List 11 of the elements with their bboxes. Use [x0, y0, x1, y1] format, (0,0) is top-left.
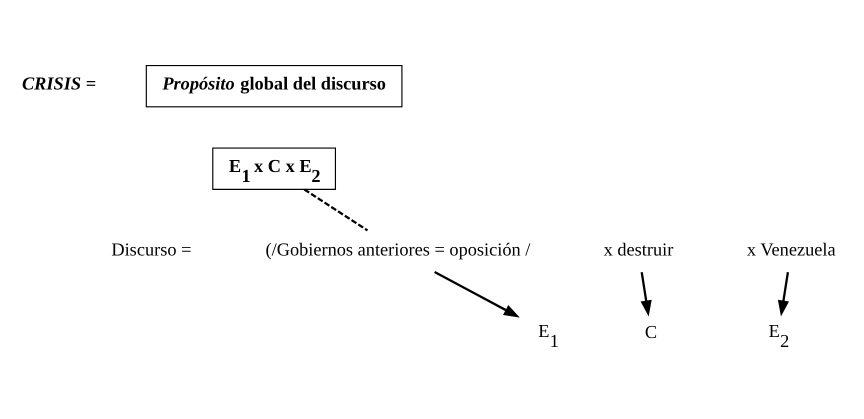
node-text: Discurso = — [111, 239, 192, 260]
arrow — [640, 272, 652, 316]
connector — [304, 188, 368, 231]
arrow — [434, 270, 520, 318]
arrow — [778, 272, 790, 316]
node-text: (/Gobiernos anteriores = oposición / — [266, 239, 530, 260]
label: CRISIS = — [22, 72, 96, 93]
node-text: x destruir — [604, 239, 674, 260]
node-text: x Venezuela — [746, 239, 836, 260]
node-box: Propósito global del discurso — [146, 64, 402, 107]
node-text: C — [644, 322, 658, 342]
